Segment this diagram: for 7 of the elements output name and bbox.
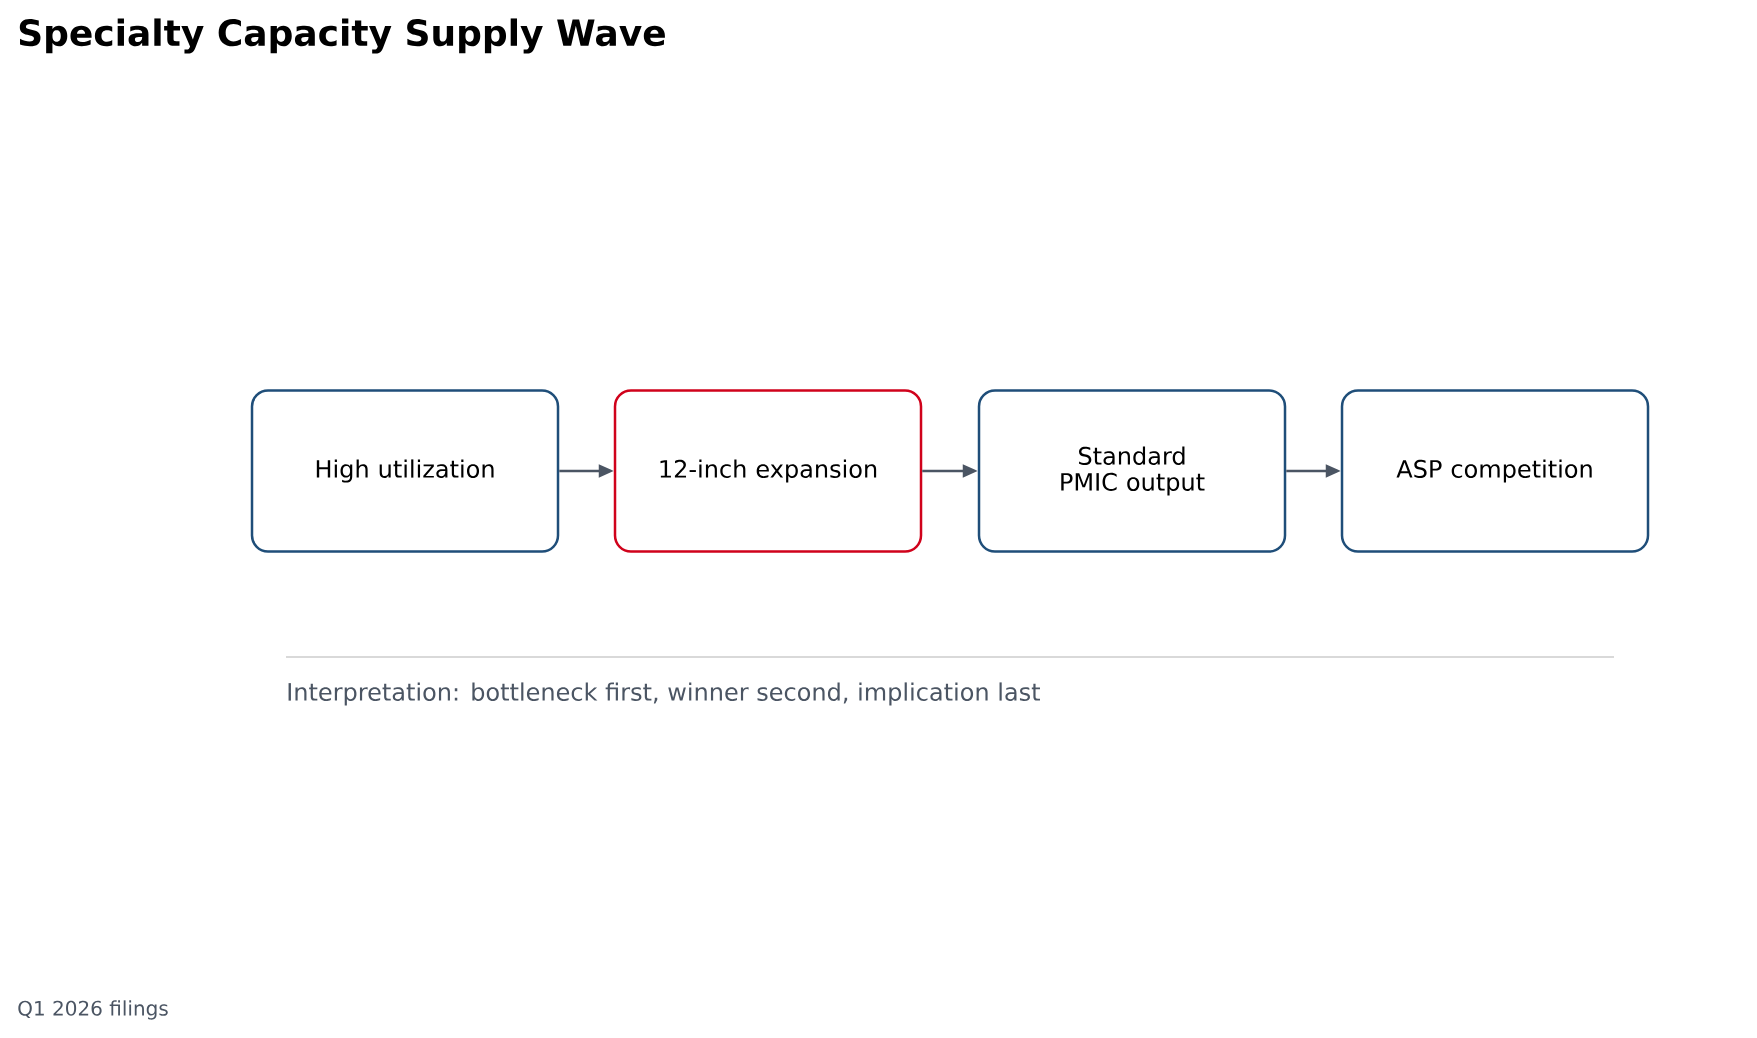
process-box: 12-inch expansion <box>613 389 923 553</box>
interpretation-note: Interpretation: bottleneck first, winner second, implication last <box>288 682 1040 706</box>
process-box: Standard PMIC output <box>977 389 1287 553</box>
process-box: High utilization <box>250 389 560 553</box>
title: Specialty Capacity Supply Wave <box>19 18 665 54</box>
source-note: Q1 2026 filings <box>18 1000 168 1020</box>
process-box: ASP competition <box>1340 389 1650 553</box>
